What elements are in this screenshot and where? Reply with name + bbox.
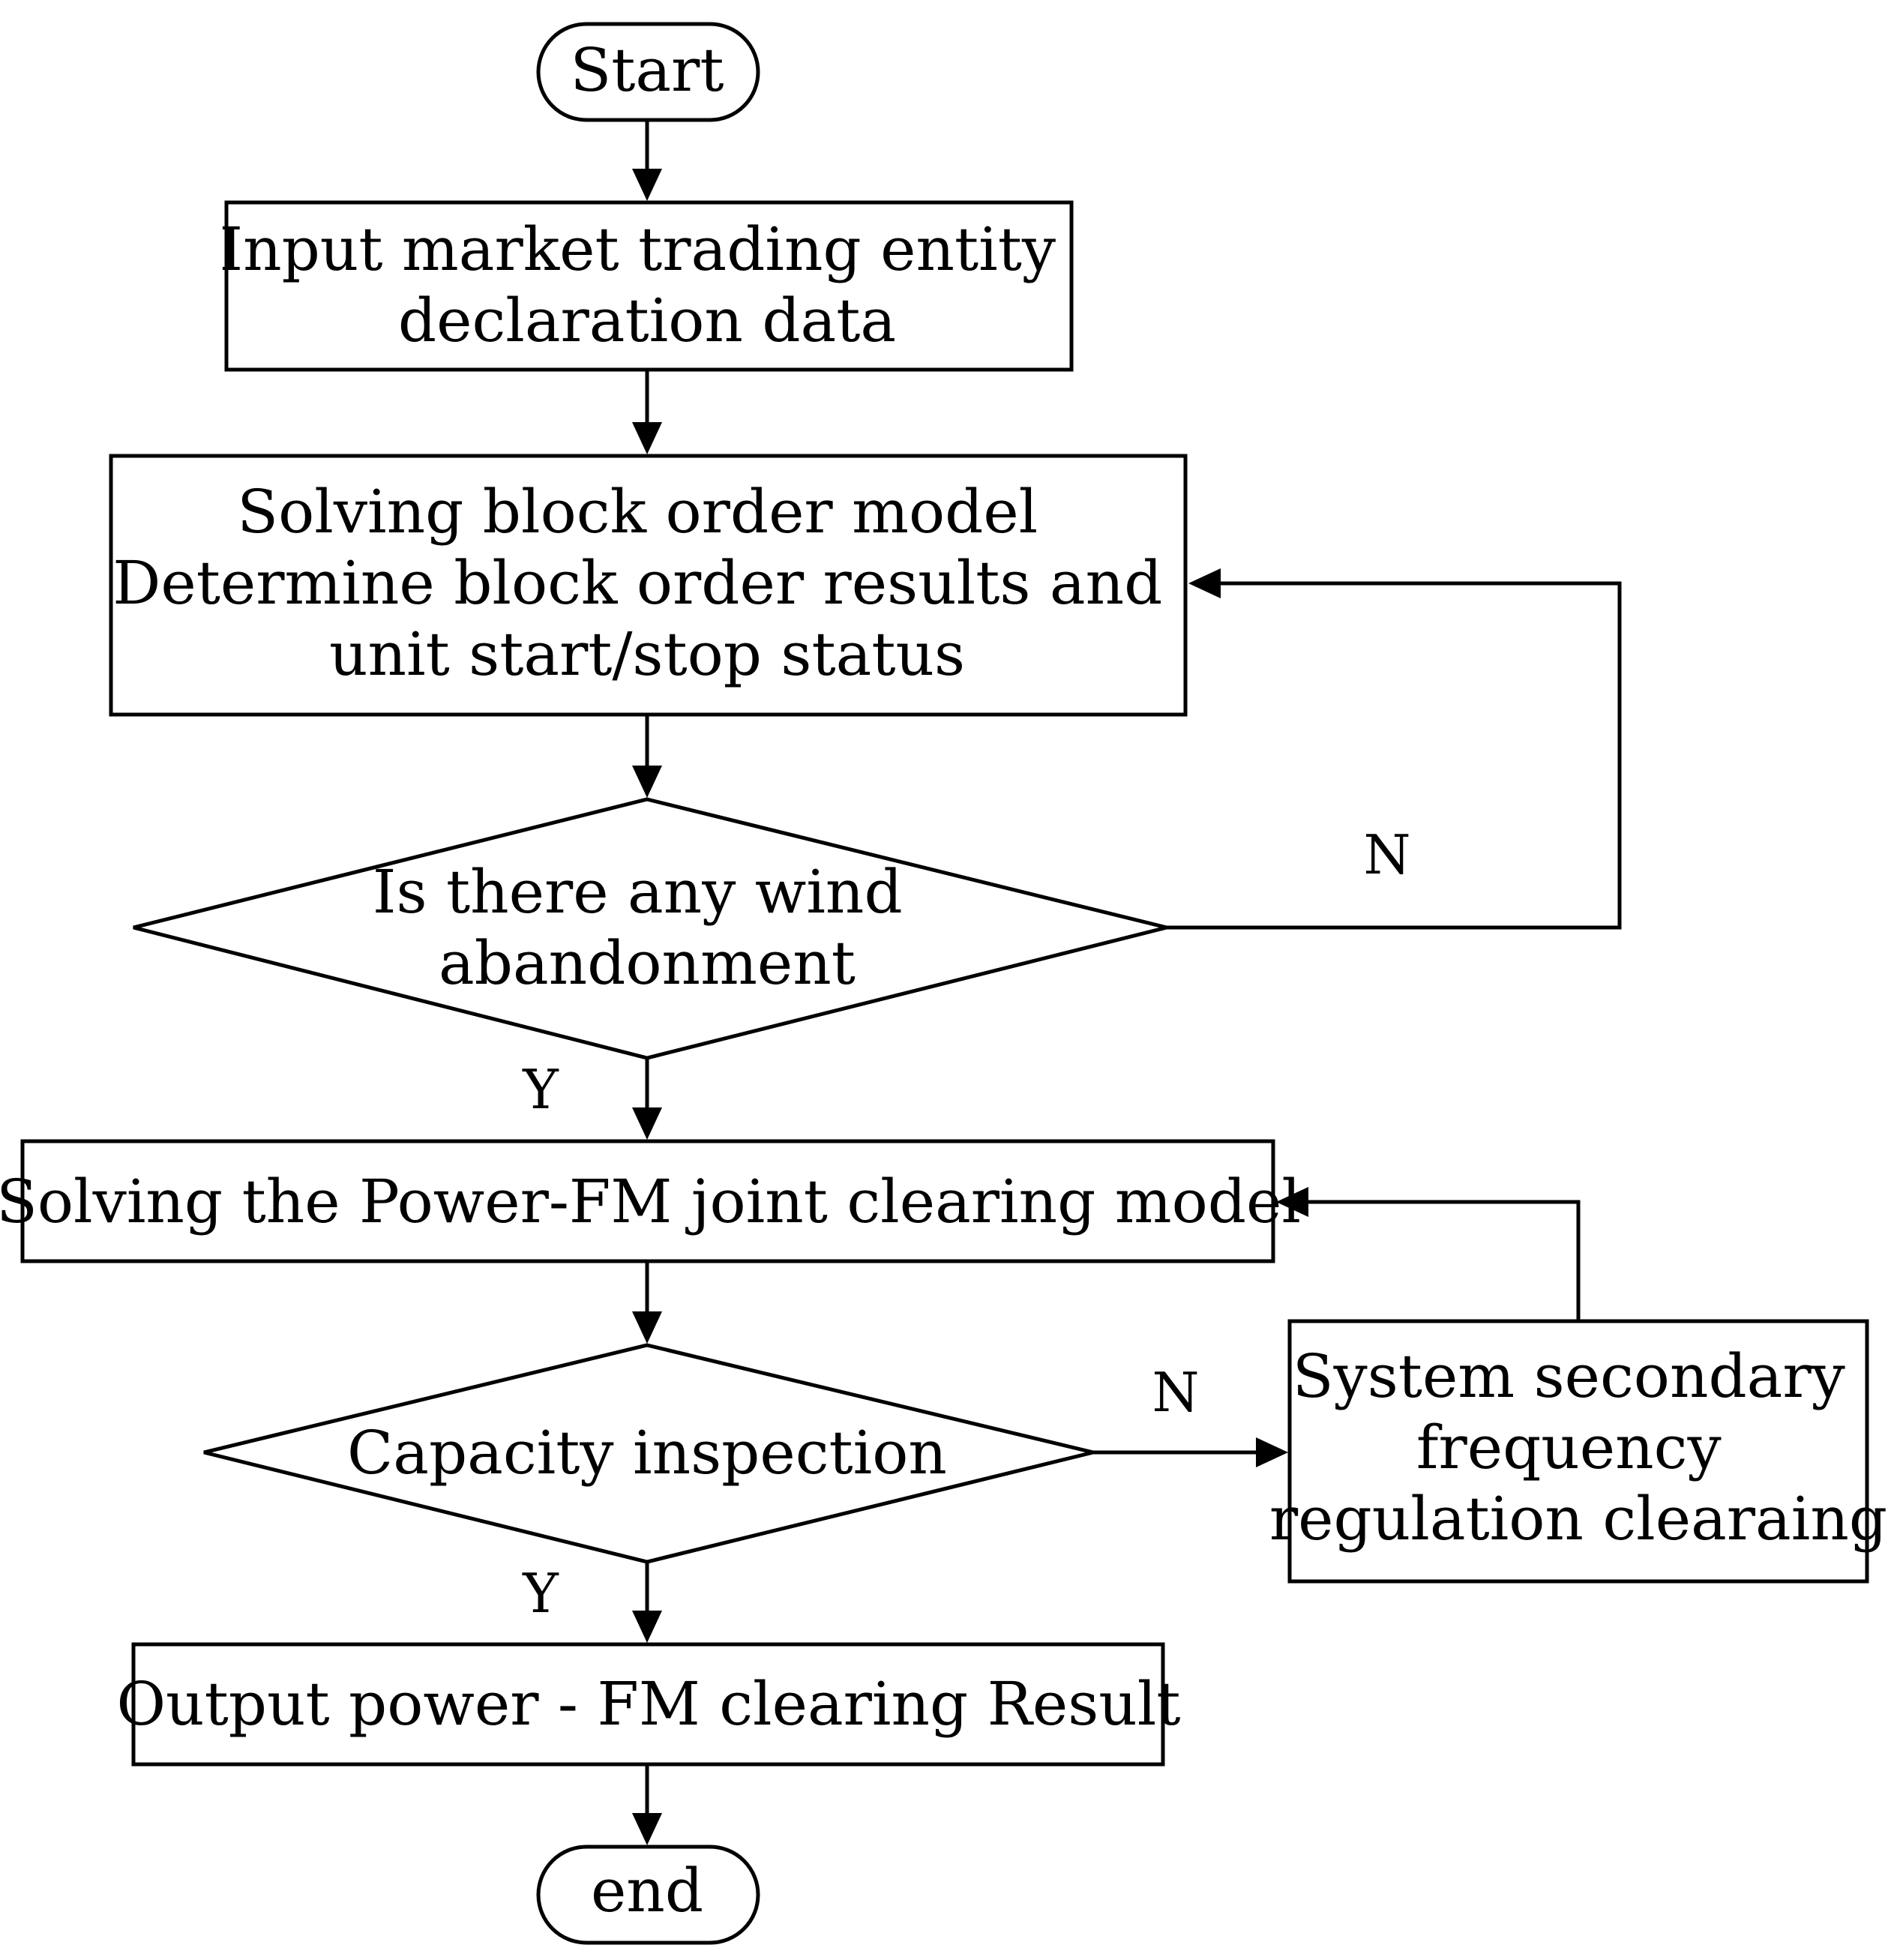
branch-labels: N Y N Y — [522, 823, 1410, 1625]
input-label: Input market trading entity declaration … — [219, 214, 1074, 355]
wind-decision-label-line-1: Is there any wind — [373, 857, 903, 927]
arrowhead-output-to-end — [632, 1813, 662, 1845]
capacity-decision-label: Capacity inspection — [347, 1418, 947, 1488]
node-secondary-fm: System secondary frequency regulation cl… — [1269, 1319, 1887, 1584]
secondary-fm-process-box — [1287, 1319, 1869, 1584]
node-block-order: Solving block order model Determine bloc… — [109, 454, 1188, 717]
node-end: end — [536, 1845, 760, 1945]
block-order-label-line-3: unit start/stop status — [329, 619, 965, 689]
end-label-line-1: end — [591, 1856, 703, 1926]
wind-decision-label-line-2: abandonment — [439, 928, 856, 998]
input-label-line-2: declaration data — [398, 286, 896, 355]
start-label-line-1: Start — [570, 35, 724, 105]
block-order-label: Solving block order model Determine bloc… — [112, 477, 1182, 689]
block-order-process-box — [109, 454, 1188, 717]
secondary-fm-label-line-3: regulation clearaing — [1269, 1484, 1887, 1554]
wind-decision-label: Is there any wind abandonment — [373, 857, 922, 998]
output-label: Output power - FM clearing Result — [116, 1669, 1180, 1739]
start-terminator-shape — [536, 22, 760, 122]
arrow-wind-no-loop — [1167, 581, 1622, 930]
input-label-line-1: Input market trading entity — [219, 214, 1056, 284]
node-capacity-decision: Capacity inspection — [203, 1343, 1094, 1564]
node-wind-decision: Is there any wind abandonment — [133, 797, 1167, 1060]
joint-clearing-label: Solving the Power-FM joint clearing mode… — [0, 1167, 1301, 1236]
node-input: Input market trading entity declaration … — [219, 200, 1074, 372]
secondary-fm-label-line-2: frequency — [1416, 1413, 1722, 1482]
capacity-decision-diamond — [203, 1343, 1094, 1564]
arrowhead-block-order-to-wind-decision — [632, 766, 662, 798]
node-joint-clearing: Solving the Power-FM joint clearing mode… — [0, 1139, 1301, 1263]
arrowhead-start-to-input — [632, 169, 662, 201]
arrowhead-wind-no-loop — [1188, 568, 1221, 598]
wind-decision-diamond — [133, 797, 1167, 1060]
secondary-fm-label: System secondary frequency regulation cl… — [1269, 1341, 1887, 1554]
node-output: Output power - FM clearing Result — [116, 1642, 1181, 1767]
block-order-label-line-1: Solving block order model — [237, 477, 1038, 547]
arrowhead-capacity-no — [1256, 1437, 1288, 1467]
capacity-no-label: N — [1152, 1361, 1200, 1424]
block-order-label-line-2: Determine block order results and — [112, 548, 1162, 618]
wind-yes-label: Y — [522, 1058, 559, 1121]
joint-clearing-label-line-1: Solving the Power-FM joint clearing mode… — [0, 1167, 1301, 1236]
arrowhead-capacity-yes — [632, 1611, 662, 1643]
output-process-box — [131, 1642, 1165, 1767]
end-terminator-shape — [536, 1845, 760, 1945]
capacity-yes-label: Y — [522, 1562, 559, 1625]
connectors — [632, 120, 1622, 1845]
arrowhead-secondary-fm-loop — [1276, 1187, 1308, 1217]
arrowhead-joint-to-capacity — [632, 1311, 662, 1344]
arrow-secondary-fm-loop — [1308, 1200, 1581, 1321]
start-label: Start — [570, 35, 724, 105]
capacity-decision-label-line-1: Capacity inspection — [347, 1418, 947, 1488]
end-label: end — [591, 1856, 703, 1926]
arrowhead-wind-yes — [632, 1107, 662, 1140]
wind-no-label: N — [1364, 823, 1411, 886]
output-label-line-1: Output power - FM clearing Result — [116, 1669, 1180, 1739]
input-process-box — [224, 200, 1074, 372]
node-start: Start — [536, 22, 760, 122]
secondary-fm-label-line-1: System secondary — [1293, 1341, 1845, 1411]
joint-clearing-process-box — [20, 1139, 1275, 1263]
arrowhead-input-to-block-order — [632, 422, 662, 454]
